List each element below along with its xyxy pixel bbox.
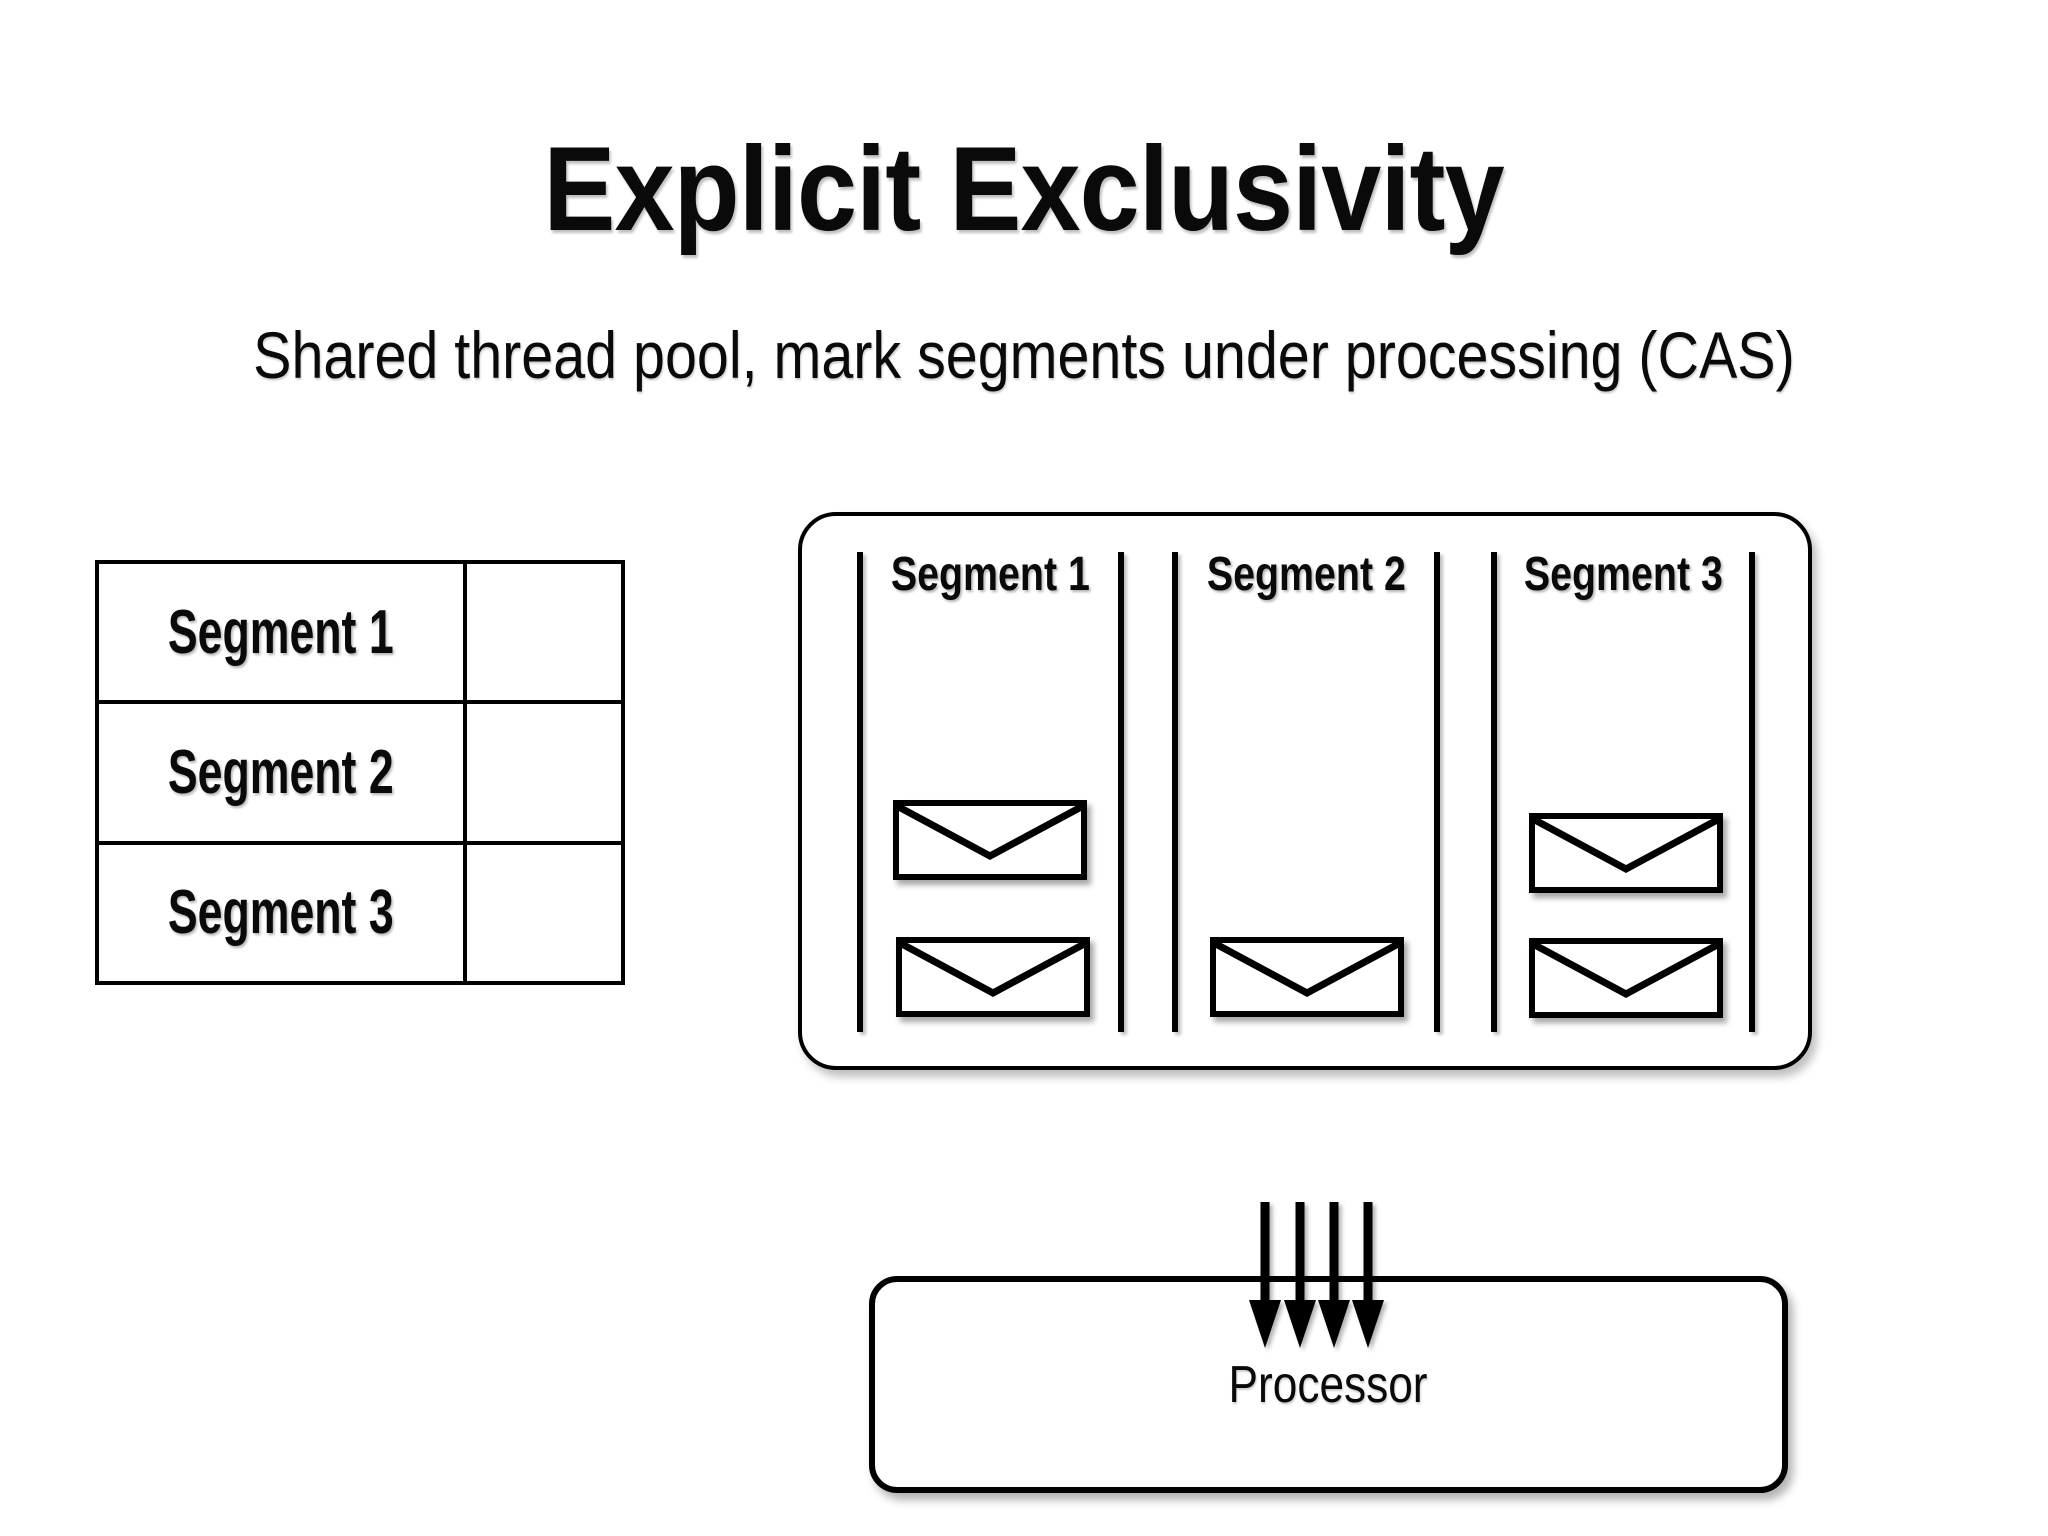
envelope-icon bbox=[895, 936, 1091, 1018]
page-subtitle: Shared thread pool, mark segments under … bbox=[0, 310, 2048, 400]
down-arrow-icon bbox=[1352, 1202, 1384, 1348]
table-cell-label: Segment 3 bbox=[99, 844, 467, 981]
queue-wall bbox=[1118, 552, 1124, 1032]
table-row: Segment 2 bbox=[99, 700, 621, 841]
table-row: Segment 1 bbox=[99, 564, 621, 701]
queue-segment-2-label: Segment 2 bbox=[1206, 548, 1406, 601]
table-cell-flag bbox=[467, 704, 621, 840]
table-cell-label: Segment 1 bbox=[99, 564, 467, 701]
down-arrow-icon bbox=[1284, 1202, 1316, 1348]
processor-label: Processor bbox=[1229, 1355, 1428, 1414]
table-cell-flag bbox=[467, 564, 621, 700]
envelope-icon bbox=[1528, 937, 1724, 1019]
table-cell-flag bbox=[467, 845, 621, 981]
queue-wall bbox=[857, 552, 863, 1032]
thread-arrows bbox=[1233, 1196, 1403, 1356]
queue-wall bbox=[1434, 552, 1440, 1032]
page-title-text: Explicit Exclusivity bbox=[543, 122, 1505, 256]
page-title: Explicit Exclusivity bbox=[0, 114, 2048, 264]
queue-segment-3-label: Segment 3 bbox=[1523, 548, 1723, 601]
queue-wall bbox=[1172, 552, 1178, 1032]
segment-3-label: Segment 3 bbox=[168, 878, 394, 948]
segment-2-label: Segment 2 bbox=[168, 737, 394, 807]
queue-wall bbox=[1491, 552, 1497, 1032]
segment-status-table: Segment 1 Segment 2 Segment 3 bbox=[95, 560, 625, 985]
envelope-icon bbox=[892, 799, 1088, 881]
table-cell-label: Segment 2 bbox=[99, 704, 467, 841]
queue-segment-1-label: Segment 1 bbox=[890, 548, 1090, 601]
down-arrow-icon bbox=[1249, 1202, 1281, 1348]
envelope-icon bbox=[1209, 936, 1405, 1018]
down-arrow-icon bbox=[1318, 1202, 1350, 1348]
page-subtitle-text: Shared thread pool, mark segments under … bbox=[253, 318, 1795, 392]
envelope-icon bbox=[1528, 812, 1724, 894]
segment-1-label: Segment 1 bbox=[168, 597, 394, 667]
table-row: Segment 3 bbox=[99, 840, 621, 981]
queue-panel: Segment 1 Segment 2 Segment 3 bbox=[798, 512, 1812, 1070]
queue-wall bbox=[1749, 552, 1755, 1032]
